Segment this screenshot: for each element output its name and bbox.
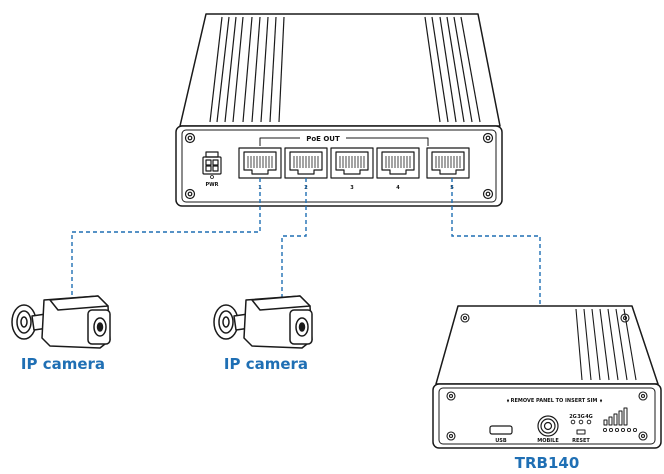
router-heatsink-fins [575, 308, 637, 381]
mobile-antenna-connector [537, 415, 559, 437]
signal-leds [602, 427, 638, 433]
network-label-4g: 4G [585, 414, 593, 420]
port-number-4: 4 [396, 185, 400, 191]
network-label-3g: 3G [577, 414, 585, 420]
link-port1-camera1 [71, 178, 261, 300]
ip-camera-1 [11, 295, 111, 349]
port-number-3: 3 [350, 185, 354, 191]
switch-screws [184, 132, 494, 200]
reset-button [576, 429, 586, 435]
sim-panel-arrow-left-icon: ⬧ [506, 398, 510, 404]
usb-label: USB [495, 438, 507, 444]
heatsink-fins-left [209, 16, 285, 123]
network-label-2g: 2G [569, 414, 577, 420]
ethernet-ports [238, 147, 470, 179]
link-port5-router [451, 178, 541, 306]
signal-strength-bars [603, 407, 628, 426]
trb140-router [432, 305, 662, 449]
poe-switch [175, 13, 503, 207]
ip-camera-2-label: IP camera [224, 355, 308, 373]
network-leds [570, 419, 592, 425]
link-port2-camera2 [281, 178, 307, 300]
reset-label: RESET [572, 438, 590, 444]
router-name-label: TRB140 [515, 454, 580, 472]
heatsink-fins-right [424, 16, 481, 123]
mobile-label: MOBILE [537, 438, 559, 444]
power-connector [202, 151, 222, 175]
ethernet-port-3 [330, 147, 374, 179]
poe-out-label: PoE OUT [306, 135, 340, 143]
sim-panel-arrow-right-icon: ⬧ [599, 398, 603, 404]
pwr-label: PWR [205, 182, 218, 188]
ip-camera-2 [213, 295, 313, 349]
ethernet-port-5 [426, 147, 470, 179]
router-screws [446, 313, 648, 441]
usb-port [489, 425, 513, 435]
connection-lines [71, 178, 541, 306]
sim-panel-text: REMOVE PANEL TO INSERT SIM [511, 398, 598, 404]
ip-camera-1-label: IP camera [21, 355, 105, 373]
ethernet-port-4 [376, 147, 420, 179]
